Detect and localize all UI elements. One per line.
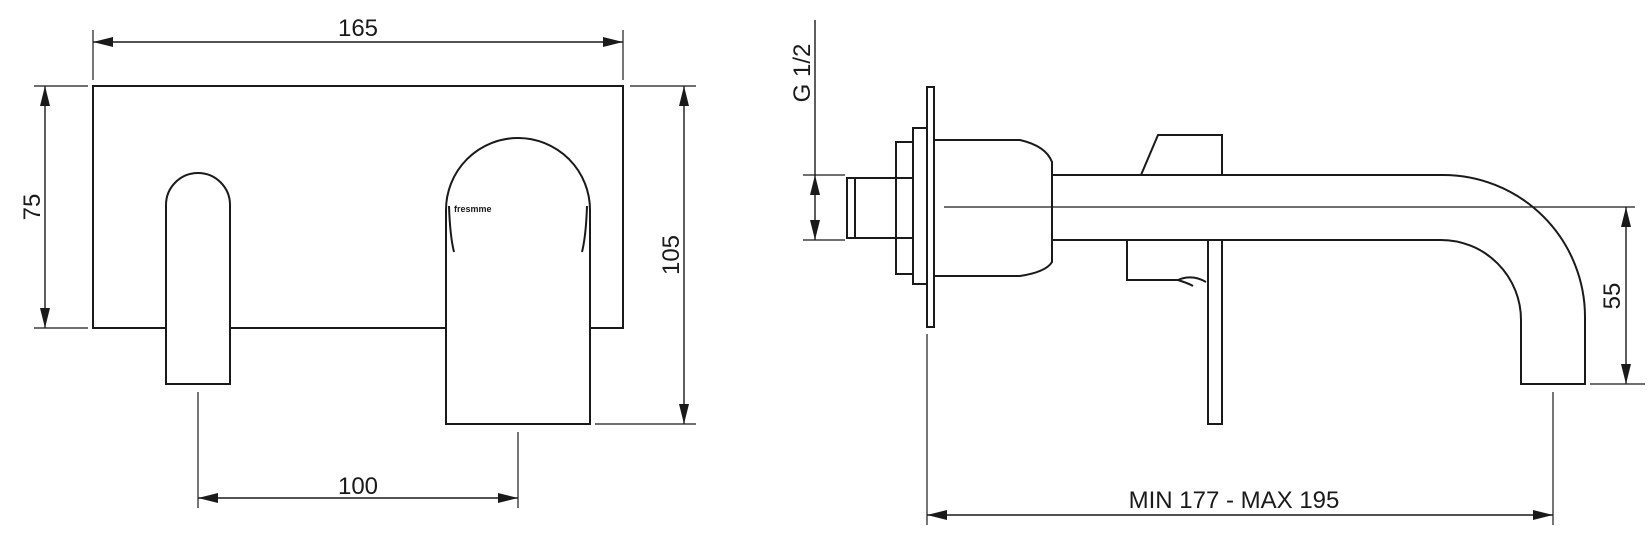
side-thread: [846, 177, 914, 239]
spout-edge-left: [448, 205, 455, 253]
side-handle-top: [1140, 134, 1223, 176]
arrow-g-top: [810, 175, 820, 195]
dim-label-55: 55: [1599, 283, 1626, 310]
dim-label-105: 105: [658, 235, 685, 275]
arrow-100-right: [498, 493, 518, 503]
front-view: fresmme 165 75 105 100: [19, 15, 696, 508]
side-nut: [895, 141, 914, 275]
dim-label-projection: MIN 177 - MAX 195: [1129, 487, 1340, 514]
arrow-100-left: [198, 493, 218, 503]
arrow-105-bottom: [679, 404, 689, 424]
side-spout-outer: [1052, 174, 1586, 385]
arrow-proj-right: [1533, 510, 1553, 520]
side-cover-body: [934, 139, 1053, 277]
dim-label-100: 100: [338, 473, 378, 500]
side-handle-joint: [1177, 276, 1207, 283]
dim-label-thread: G 1/2: [789, 44, 816, 103]
spout-body: [445, 137, 591, 425]
arrow-75-top: [40, 86, 50, 106]
spout-edge-right: [581, 205, 588, 253]
mask-spout: [447, 210, 591, 330]
side-flange: [912, 127, 928, 285]
arrow-g-bottom: [810, 220, 820, 240]
side-view: G 1/2 55 MIN 177 - MAX 195: [789, 20, 1645, 525]
side-wall-plate: [926, 86, 935, 328]
arrow-proj-left: [927, 510, 947, 520]
dim-label-75: 75: [19, 194, 46, 221]
arrow-165-right: [603, 37, 623, 47]
dim-label-165: 165: [338, 15, 378, 42]
arrow-55-top: [1621, 207, 1631, 227]
arrow-105-top: [679, 86, 689, 106]
arrow-165-left: [93, 37, 113, 47]
mask-handle: [167, 200, 229, 330]
arrow-75-bottom: [40, 308, 50, 328]
side-handle-stem: [1207, 240, 1223, 425]
brand-mark: fresmme: [454, 204, 492, 214]
wall-plate: [92, 85, 624, 329]
arrow-55-bottom: [1621, 364, 1631, 384]
handle-body: [165, 172, 231, 385]
